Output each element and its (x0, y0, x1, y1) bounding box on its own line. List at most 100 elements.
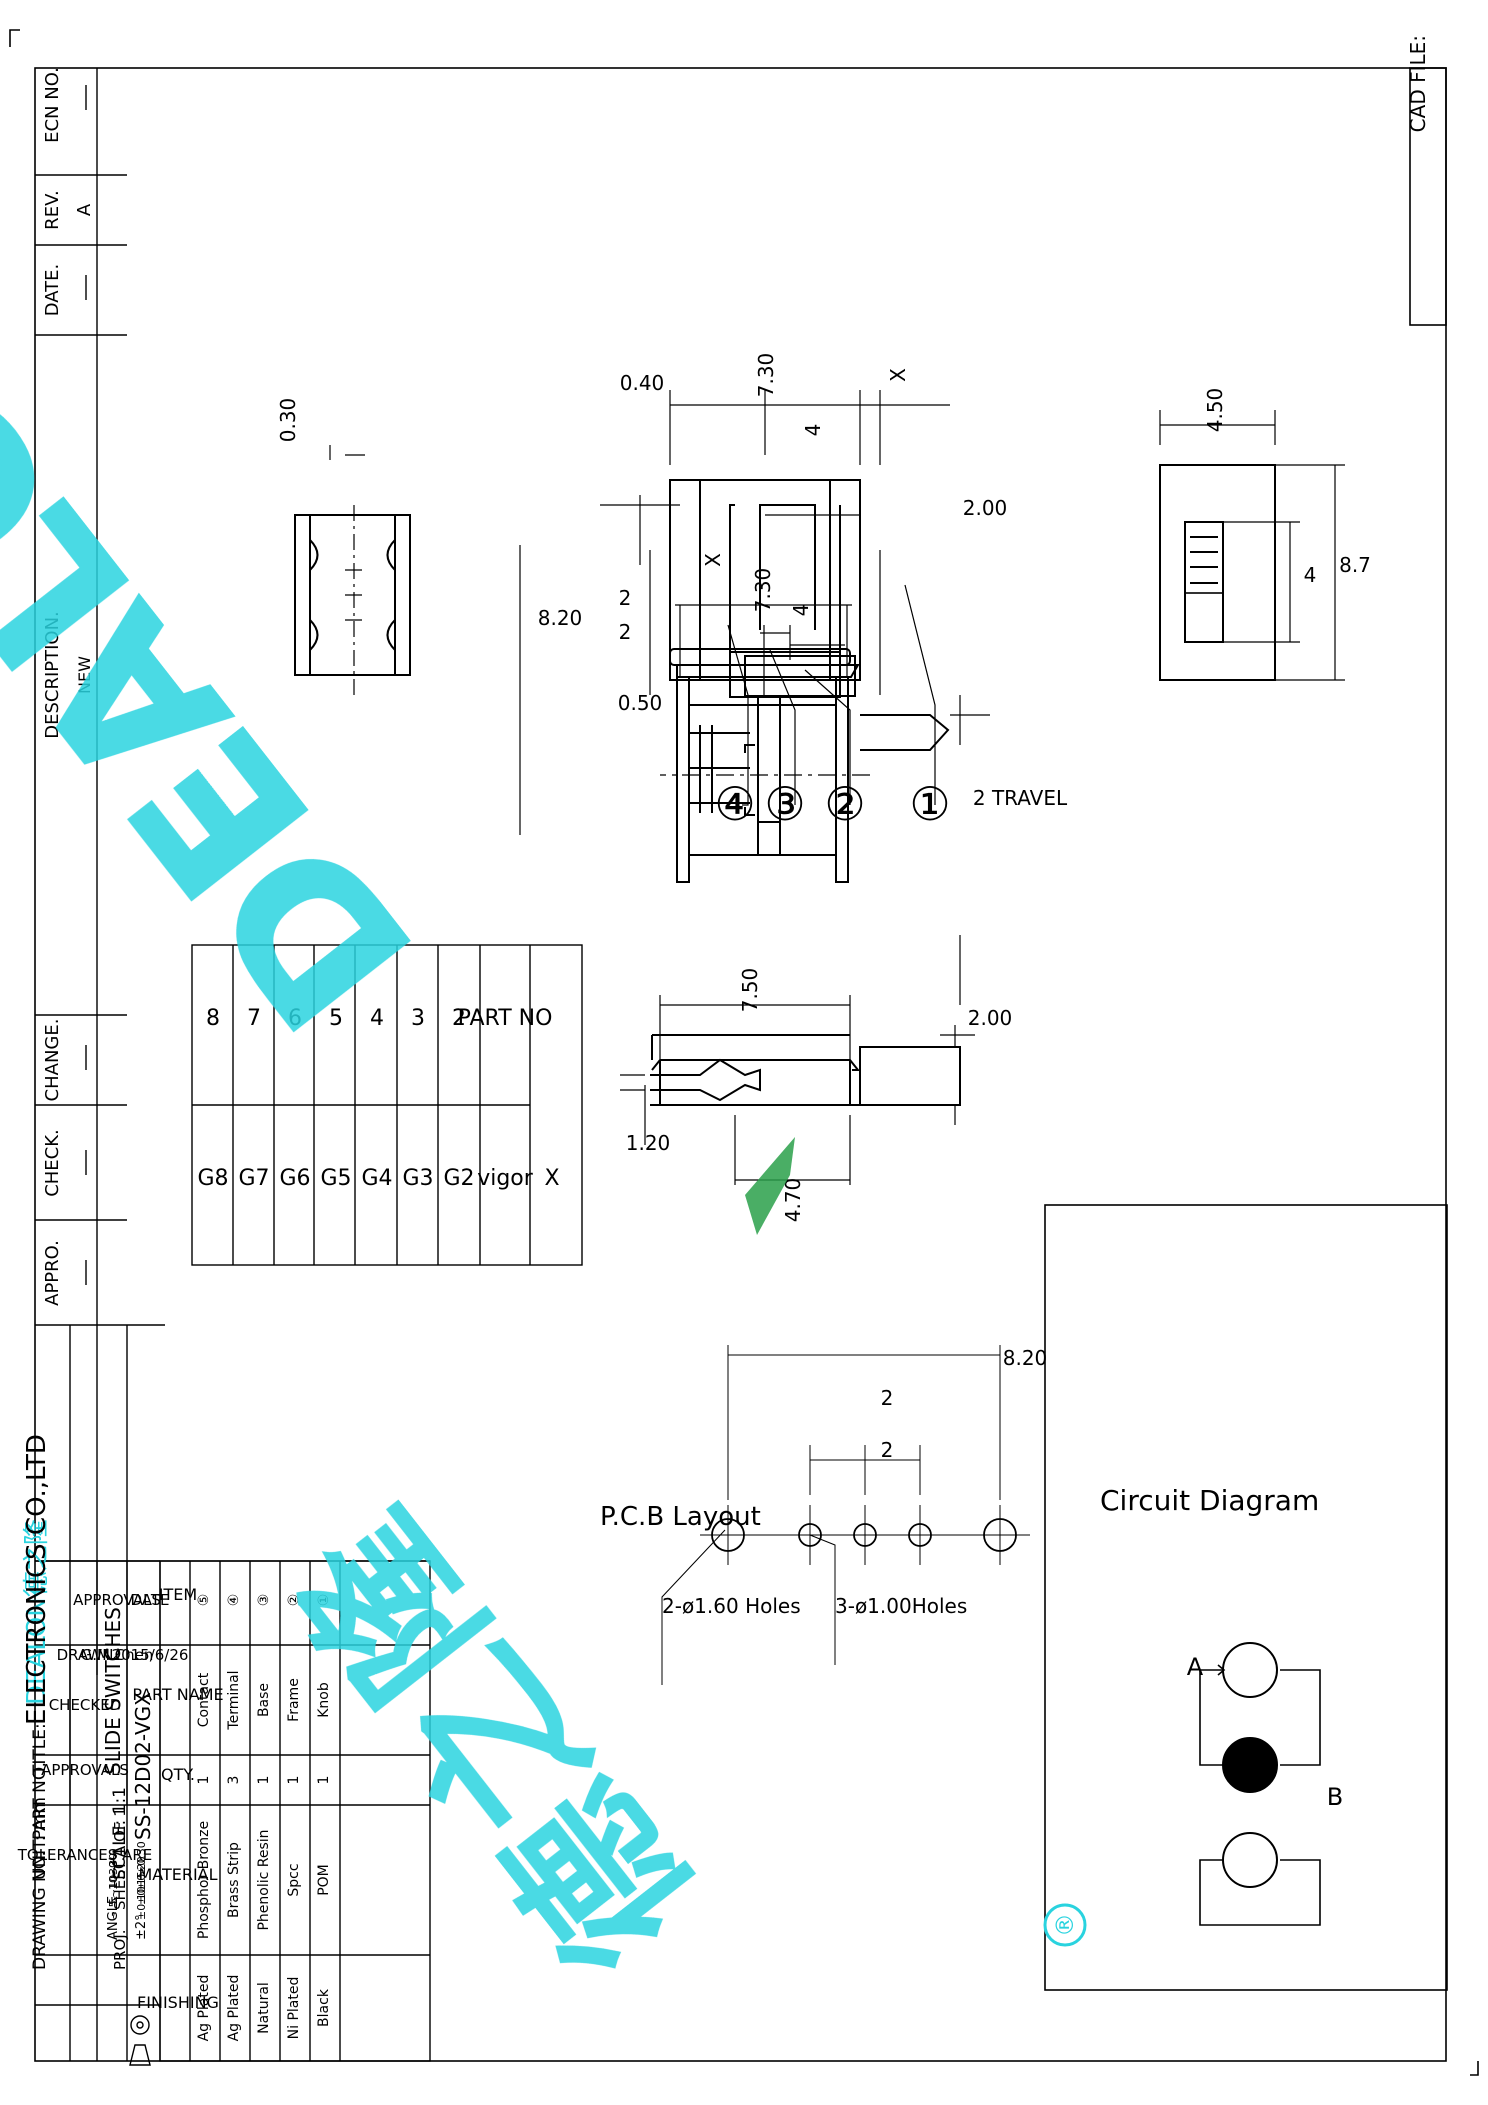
registered-symbol: ® (1051, 1913, 1079, 1937)
header-check: CHECK. (42, 1129, 63, 1197)
bom-r3-material: Phenolic Resin (256, 1829, 272, 1930)
dim-7-30: 7.30 (754, 353, 778, 398)
balloon-1: ① (909, 777, 950, 831)
bom-r5-qty: 1 (316, 1776, 332, 1785)
dim-0-40: 0.40 (620, 371, 665, 395)
dim-1-20: 1.20 (626, 1131, 671, 1155)
x-row-6-part: 7 (247, 1006, 261, 1031)
x-table-header-vigor: vigor (477, 1166, 534, 1191)
header-change: CHANGE. (42, 1019, 63, 1102)
bom-header-finishing: FINISHING (137, 1993, 219, 2012)
title-value: SLIDE SWITCHES (101, 1607, 125, 1775)
circuit-title: Circuit Diagram (1100, 1484, 1319, 1517)
drawn-date: 2015/6/26 (112, 1646, 189, 1664)
header-date: DATE. (42, 264, 63, 317)
bom-r2-item: ④ (226, 1594, 242, 1607)
dim-pcb-2b: 2 (881, 1438, 894, 1462)
bom-r1-qty: 1 (196, 1776, 212, 1785)
dim-right-4: 4 (1304, 563, 1317, 587)
angle-label: ANGLE (106, 1896, 121, 1940)
dim-2b: 2 (619, 620, 632, 644)
drawn-label: DRAWN (57, 1646, 114, 1664)
x-row-5-vigor: G6 (279, 1166, 310, 1191)
x-row-2-vigor: G3 (402, 1166, 433, 1191)
tol-range-1: 30~ (107, 1852, 120, 1875)
side-view: 7.50 2.00 1.20 4.70 (620, 968, 1012, 1223)
bom-header-material: MATERIAL (138, 1865, 217, 1884)
bom-header-qty: QTY. (161, 1765, 195, 1784)
dim-8-20: 8.20 (538, 606, 583, 630)
sheet-label: SHEET 1 OF 1 (111, 1807, 129, 1910)
dim-7-50: 7.50 (738, 968, 762, 1013)
title-label: TITLE: (30, 1723, 50, 1776)
dim-2a: 2 (619, 586, 632, 610)
bom-r4-finishing: Ni Plated (286, 1977, 302, 2040)
bom-table: ITEM PART NAME QTY. MATERIAL FINISHING ⑤… (132, 1560, 431, 2062)
bom-r3-finishing: Natural (256, 1982, 272, 2034)
dim-2-00: 2.00 (963, 496, 1008, 520)
bom-r1-name: Contact (196, 1672, 212, 1727)
front-view (669, 479, 950, 751)
angle-value: ±2° (134, 1914, 149, 1940)
scale-label: SCALE: 1:1 (110, 1787, 130, 1880)
proj-label: PROJ. (111, 1930, 129, 1970)
bom-r1-finishing: Ag Plated (196, 1975, 212, 2042)
bom-r2-qty: 3 (226, 1776, 242, 1785)
dim-4: 4 (801, 424, 825, 437)
x-row-4-vigor: G5 (320, 1166, 351, 1191)
bom-r4-item: ② (286, 1594, 302, 1607)
header-appro: APPRO. (42, 1240, 63, 1306)
dim-0-30: 0.30 (276, 398, 300, 443)
dim-x: X (886, 368, 910, 382)
bom-r2-material: Brass Strip (226, 1842, 242, 1918)
projection-symbol (129, 2015, 151, 2066)
dim-top-4: 4 (789, 604, 813, 617)
description-value: NEW (75, 656, 94, 694)
checked-label: CHECKED (49, 1696, 122, 1714)
pcb-layout-label: P.C.B Layout (600, 1502, 761, 1532)
bom-r4-material: Spcc (286, 1863, 302, 1896)
header-description: DESCRIPTION. (42, 611, 63, 739)
company-name: ELECTRONICS CO.,LTD (22, 1434, 52, 1725)
approvals-heading: APPROVALS (73, 1591, 161, 1609)
bom-r4-qty: 1 (286, 1776, 302, 1785)
bom-r2-name: Terminal (226, 1670, 242, 1730)
registered-mark (1043, 1903, 1087, 1947)
tol-range-2: 10~30 (107, 1853, 120, 1890)
pcb-note-large-holes: 2-ø1.60 Holes (662, 1594, 801, 1618)
x-row-2-part: 3 (411, 1006, 425, 1031)
x-table-title: X (544, 1166, 559, 1191)
green-accent (745, 1137, 795, 1235)
x-row-6-vigor: G7 (238, 1166, 269, 1191)
x-row-7-part: 8 (206, 1006, 220, 1031)
pcb-note-small-holes: 3-ø1.00Holes (835, 1594, 967, 1618)
bom-r5-material: POM (316, 1864, 332, 1896)
x-row-4-part: 5 (329, 1006, 343, 1031)
x-row-1-part: 2 (452, 1006, 466, 1031)
unit-label: UNIT: mm (30, 1797, 50, 1880)
x-table-header-partno: PART NO (458, 1006, 553, 1031)
dim-4-50: 4.50 (1203, 388, 1227, 433)
tol-value-1: ±0.30 (135, 1841, 148, 1875)
bom-r1-material: Phosphor Bronze (196, 1821, 212, 1939)
balloon-2: ② (824, 777, 865, 831)
cad-file-box: CAD FILE: (1406, 35, 1447, 326)
dim-pcb-2a: 2 (881, 1386, 894, 1410)
circuit-diagram: Circuit Diagram A B ® (1043, 1204, 1448, 1991)
header-ecn: ECN NO. (42, 67, 63, 143)
bom-r1-item: ⑤ (196, 1594, 212, 1607)
top-view: X 7.30 4 (649, 550, 881, 883)
tol-value-4: ±0.10 (135, 1886, 148, 1920)
x-row-3-vigor: G4 (361, 1166, 392, 1191)
x-row-1-vigor: G2 (443, 1166, 474, 1191)
dim-4-70: 4.70 (781, 1178, 805, 1223)
front-dimensions: 0.40 7.30 X 4 2.00 8.20 2 2 0.50 2 TRAVE… (276, 353, 1068, 1005)
tol-range-3: 5~10 (107, 1875, 120, 1905)
x-row-7-vigor: G8 (197, 1166, 228, 1191)
dim-pcb-8-20: 8.20 (1003, 1346, 1048, 1370)
company-logo: DEALON德之隆 (22, 1519, 52, 1705)
cad-file-label: CAD FILE: (1406, 35, 1430, 132)
watermark-latin: DEALON (0, 204, 458, 1069)
